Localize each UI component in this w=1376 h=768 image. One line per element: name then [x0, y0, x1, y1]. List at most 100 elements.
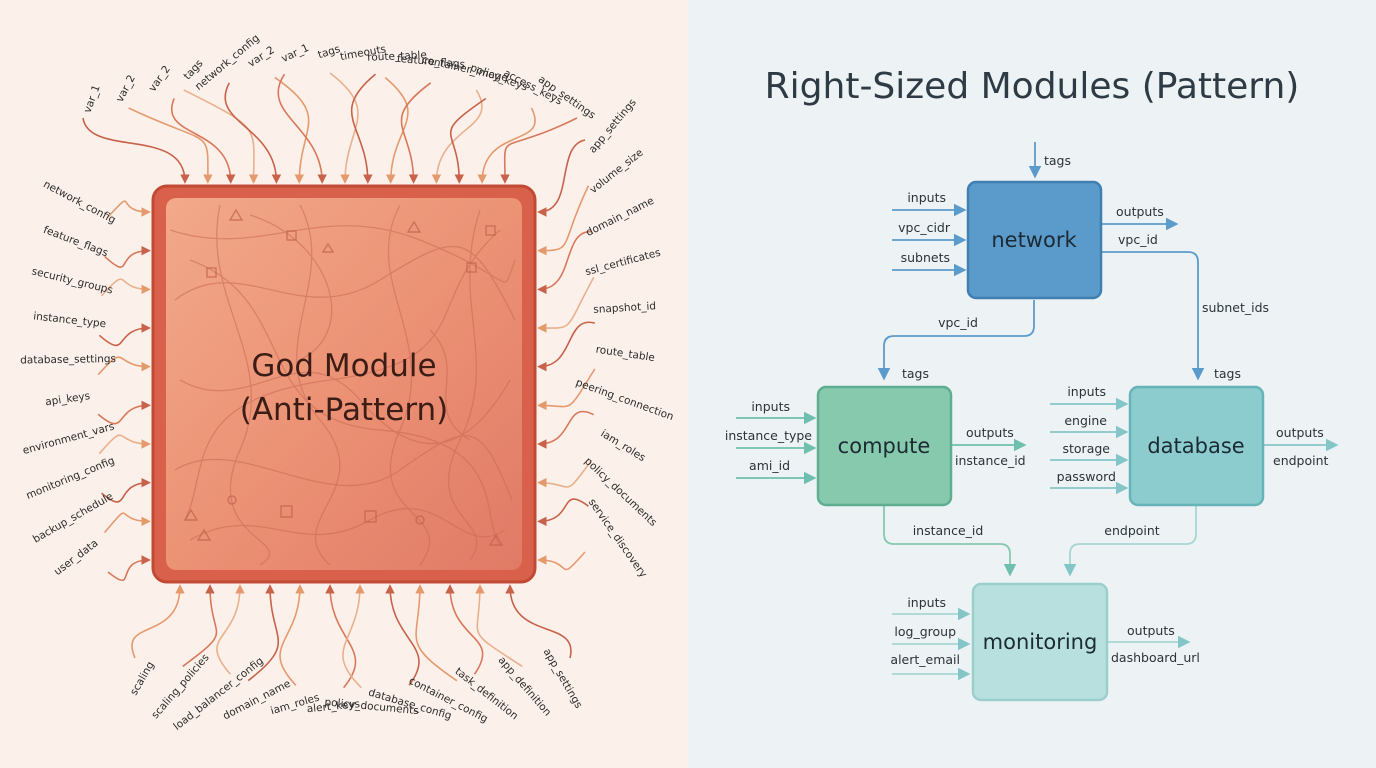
- monitoring-input-0: inputs: [907, 595, 946, 610]
- god-input-wire: [131, 584, 185, 659]
- god-input-wire: [415, 584, 458, 682]
- network-input-0: inputs: [907, 190, 946, 205]
- god-param-label: tags: [316, 43, 341, 61]
- god-input-wire: [98, 434, 151, 455]
- god-input-wire: [449, 97, 487, 184]
- god-input-wire: [477, 107, 536, 184]
- god-input-wire: [537, 321, 596, 372]
- god-input-wire: [128, 107, 213, 184]
- god-input-wire: [537, 498, 589, 527]
- god-input-wire: [104, 245, 151, 268]
- god-param-label: alert_keys: [306, 698, 360, 715]
- god-param-label: ssl_certificates: [584, 247, 662, 279]
- god-input-wire: [325, 584, 357, 689]
- database-module-label: database: [1147, 434, 1244, 458]
- edge-network-compute: [877, 300, 1035, 381]
- god-module-title-line2: (Anti-Pattern): [240, 392, 449, 428]
- god-module-tangle: [169, 204, 516, 566]
- god-param-label: api_keys: [45, 390, 91, 408]
- god-param-label: domain_name: [584, 195, 656, 239]
- god-param-label: database_settings: [20, 353, 116, 366]
- god-param-label: route_table: [367, 49, 427, 64]
- edge-label-endpoint: endpoint: [1104, 523, 1160, 538]
- god-input-wire: [97, 400, 151, 425]
- edge-compute-monitoring: [883, 506, 1017, 577]
- god-module-title-line1: God Module: [251, 348, 436, 384]
- compute-input-1: instance_type: [725, 428, 812, 443]
- database-tags-label: tags: [1214, 366, 1241, 381]
- network-outputs-label: outputs: [1116, 204, 1164, 219]
- god-input-wire: [274, 76, 310, 184]
- compute-input-0: inputs: [751, 399, 790, 414]
- god-input-wire: [537, 410, 595, 449]
- right-panel-title: Right-Sized Modules (Pattern): [764, 66, 1300, 107]
- compute-tags-label: tags: [902, 366, 929, 381]
- edge-network-database: [1102, 251, 1205, 381]
- god-input-wire: [216, 584, 245, 675]
- network-module-label: network: [991, 228, 1077, 252]
- god-param-label: network_config: [41, 178, 117, 226]
- monitoring-module[interactable]: [971, 582, 1109, 702]
- god-param-label: snapshot_id: [593, 300, 656, 316]
- god-input-wire: [500, 117, 578, 184]
- god-input-wire: [107, 555, 151, 581]
- network-module[interactable]: [966, 180, 1103, 300]
- god-module-input-wires: [82, 72, 596, 689]
- edge-label-vpc-id: vpc_id: [938, 315, 978, 330]
- compute-output: instance_id: [955, 453, 1026, 468]
- god-param-label: var_1: [280, 42, 311, 65]
- god-param-label: var_2: [146, 63, 172, 94]
- god-param-label: feature_flags: [396, 53, 465, 71]
- database-outputs-label: outputs: [1276, 425, 1324, 440]
- god-input-wire: [224, 82, 282, 184]
- god-param-label: app_settings: [541, 647, 585, 711]
- edge-label-subnet-ids: subnet_ids: [1202, 300, 1269, 315]
- monitoring-input-2: alert_email: [890, 652, 960, 667]
- god-input-wire: [537, 139, 586, 217]
- god-input-wire: [505, 584, 572, 659]
- database-module[interactable]: [1128, 385, 1265, 507]
- god-input-wire: [537, 276, 595, 333]
- god-input-wire: [100, 278, 151, 297]
- god-input-wire: [277, 73, 327, 184]
- god-input-wire: [384, 76, 409, 184]
- god-input-wire: [82, 117, 190, 184]
- module-edges: [736, 142, 1339, 681]
- god-input-wire: [98, 323, 151, 347]
- god-param-label: policy_documents: [582, 455, 659, 529]
- god-input-wire: [537, 551, 586, 571]
- god-param-label: route_table: [595, 344, 656, 365]
- god-input-wire: [103, 512, 151, 534]
- edge-label-instance-id: instance_id: [913, 523, 984, 538]
- god-param-label: iam_roles: [598, 428, 647, 465]
- monitoring-outputs-label: outputs: [1127, 623, 1175, 638]
- god-param-label: var_2: [114, 73, 138, 104]
- god-param-label: scaling: [128, 660, 157, 698]
- god-param-label: backup_schedule: [31, 490, 115, 545]
- database-input-1: engine: [1064, 413, 1107, 428]
- god-input-wire: [97, 356, 151, 376]
- god-input-wire: [350, 73, 377, 184]
- compute-outputs-label: outputs: [966, 425, 1014, 440]
- god-module-shapes: [183, 208, 504, 546]
- database-input-3: password: [1057, 469, 1116, 484]
- monitoring-output: dashboard_url: [1111, 650, 1200, 665]
- god-input-wire: [342, 584, 365, 689]
- god-input-wire: [537, 185, 590, 256]
- god-input-wire: [385, 584, 420, 686]
- god-param-label: peering_connection: [574, 377, 675, 424]
- god-input-wire: [107, 200, 151, 218]
- network-input-1: vpc_cidr: [898, 220, 951, 235]
- compute-module[interactable]: [816, 385, 953, 507]
- god-param-label: user_data: [52, 537, 101, 578]
- god-input-wire: [400, 82, 432, 184]
- god-param-label: feature_flags: [42, 224, 110, 259]
- database-input-2: storage: [1063, 441, 1111, 456]
- god-param-label: var_1: [82, 83, 103, 114]
- god-input-wire: [329, 72, 359, 184]
- edge-database-monitoring: [1063, 506, 1197, 577]
- god-input-wire: [182, 584, 218, 668]
- god-input-wire: [247, 584, 280, 682]
- monitoring-module-label: monitoring: [983, 630, 1098, 654]
